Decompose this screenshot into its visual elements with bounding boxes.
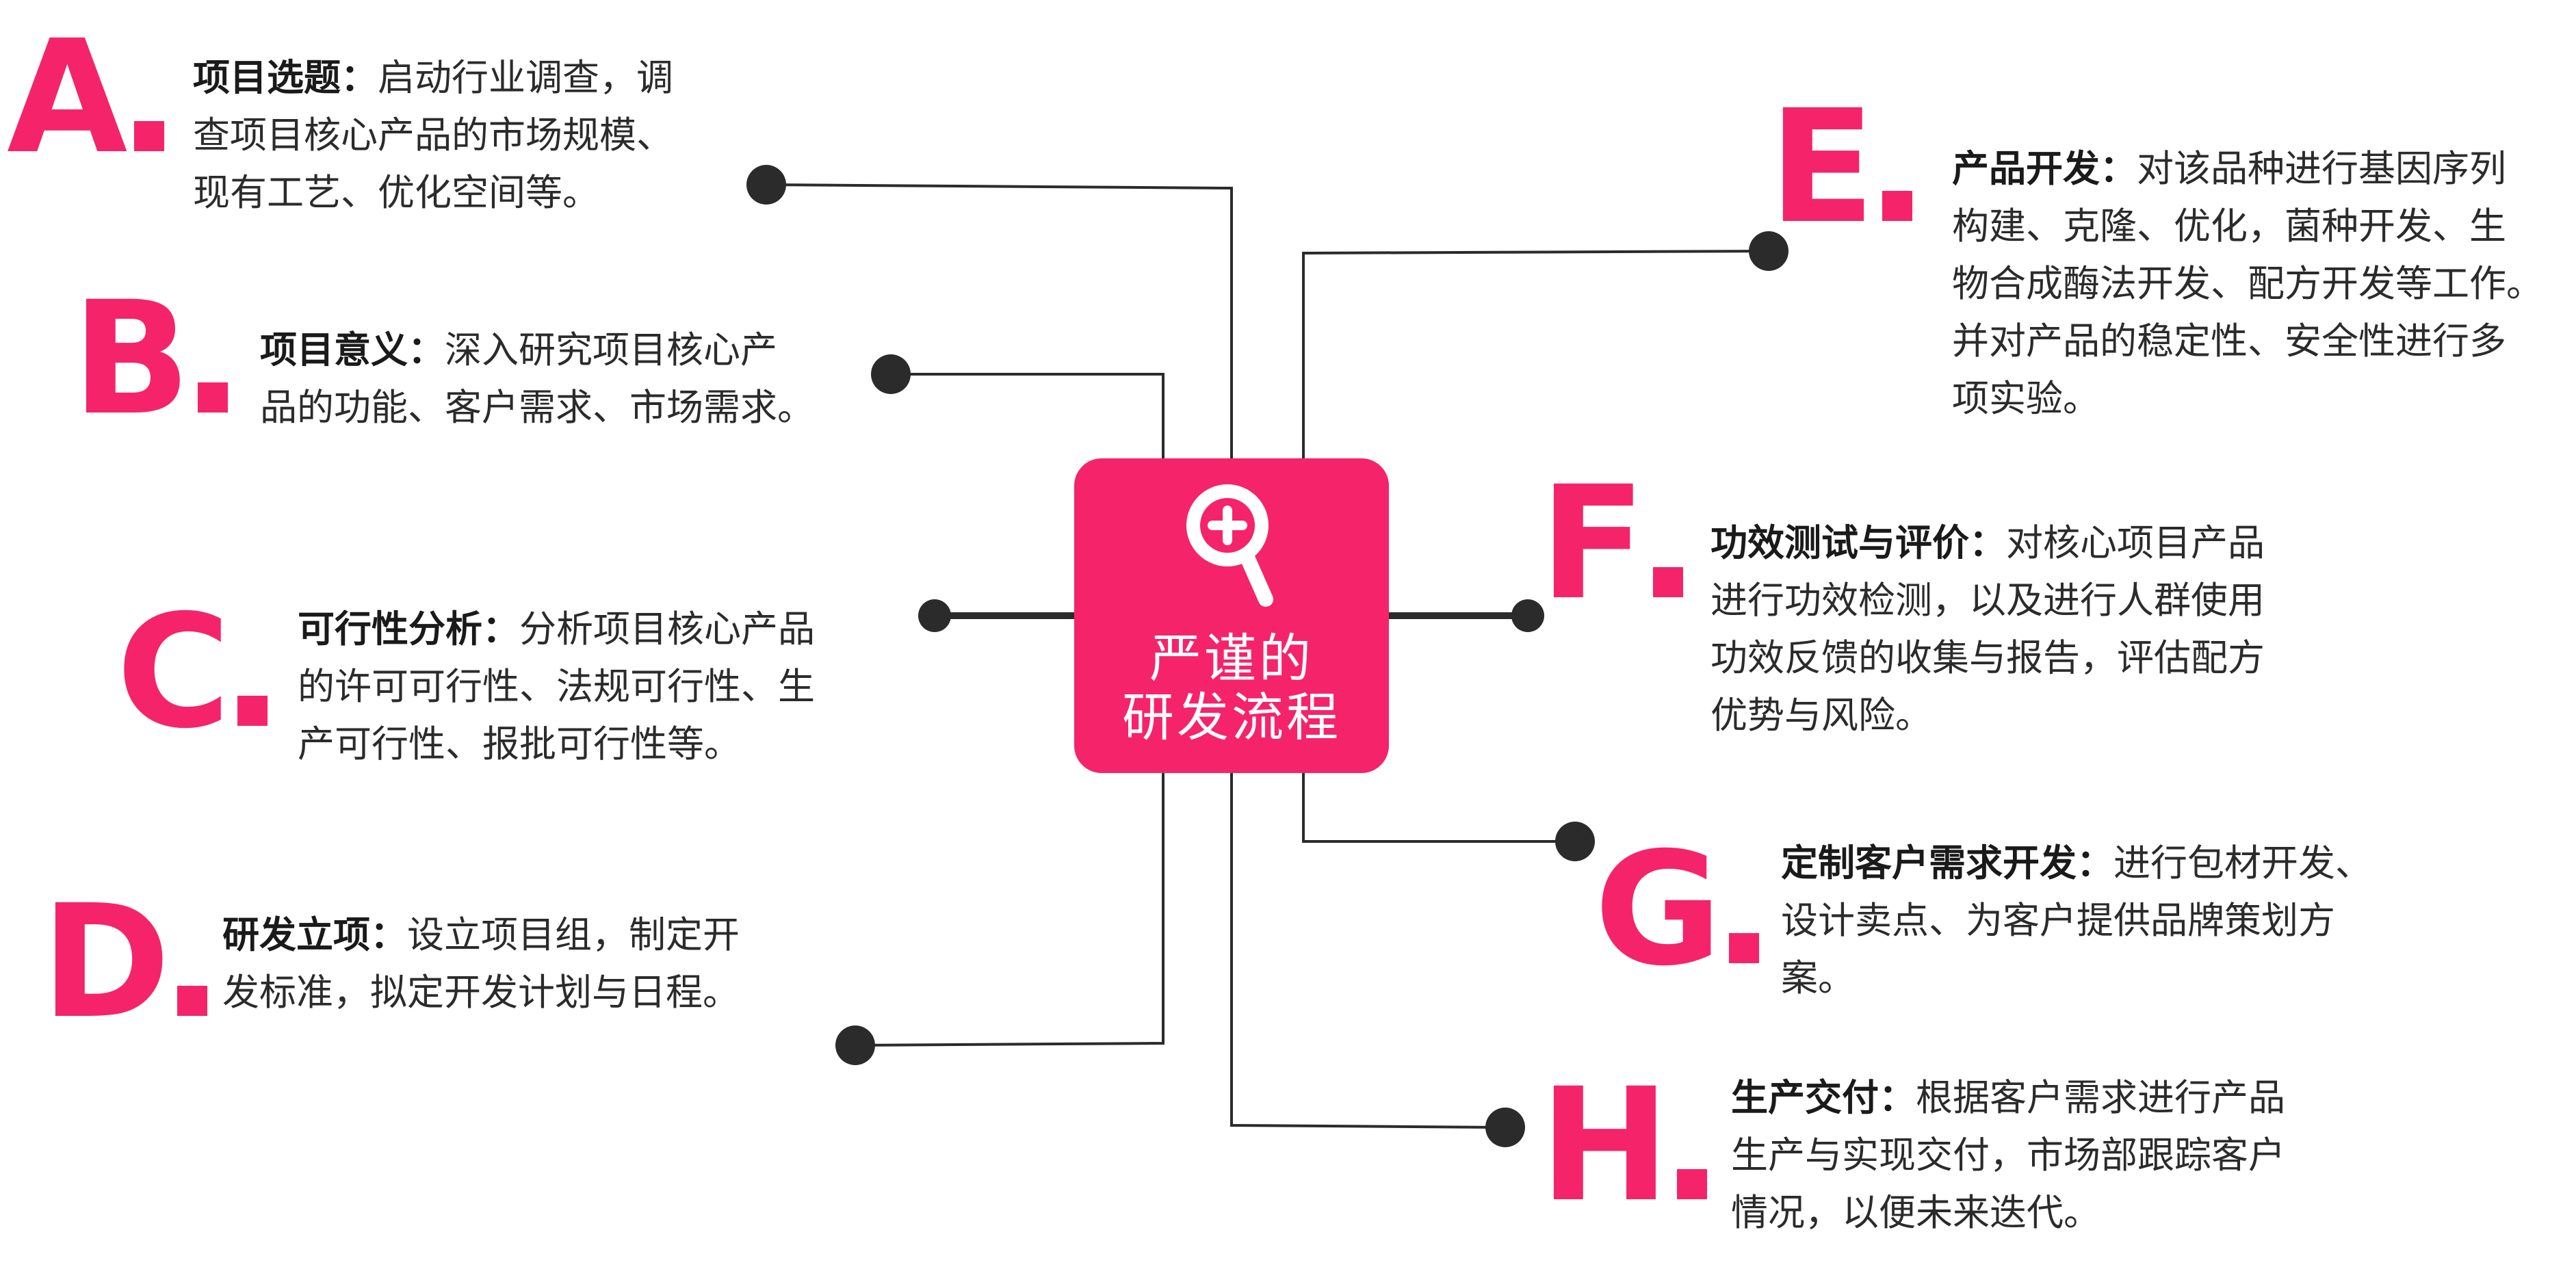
step-title: 功效测试与评价： — [1710, 521, 2006, 564]
letter-dot — [177, 986, 208, 1016]
step-desc-c: 可行性分析：分析项目核心产品 的许可可行性、法规可行性、生 产可行性、报批可行性… — [298, 601, 815, 773]
step-text: 发标准，拟定开发计划与日程。 — [222, 971, 740, 1014]
step-title: 可行性分析： — [298, 607, 519, 651]
step-text: 现有工艺、优化空间等。 — [193, 171, 599, 214]
step-text: 分析项目核心产品 — [519, 607, 815, 651]
connector-d — [855, 773, 1165, 1047]
step-text: 产可行性、报批可行性等。 — [298, 722, 741, 766]
step-title: 项目选题： — [193, 56, 378, 99]
node-dot-d — [835, 1025, 875, 1065]
connector-h — [1230, 773, 1506, 1129]
step-text: 进行功效检测，以及进行人群使用 — [1710, 579, 2265, 622]
step-letter-c: C — [116, 594, 268, 750]
step-letter-a: A — [7, 19, 165, 175]
step-desc-g: 定制客户需求开发：进行包材开发、 设计卖点、为客户提供品牌策划方 案。 — [1781, 835, 2372, 1007]
step-text: 构建、克隆、优化，菌种开发、生 — [1952, 205, 2506, 248]
node-dot-h — [1485, 1108, 1525, 1147]
step-letter-f: F — [1539, 465, 1683, 621]
step-text: 案。 — [1781, 956, 1855, 999]
step-letter-b: B — [72, 280, 228, 436]
step-text: 设计卖点、为客户提供品牌策划方 — [1781, 899, 2335, 942]
step-text: 品的功能、客户需求、市场需求。 — [260, 386, 814, 429]
step-text: 查项目核心产品的市场规模、 — [193, 114, 673, 157]
step-letter-e: E — [1769, 89, 1912, 245]
node-dot-c — [918, 599, 951, 632]
step-text: 启动行业调查，调 — [378, 56, 673, 99]
step-title: 生产交付： — [1731, 1076, 1916, 1119]
step-desc-a: 项目选题：启动行业调查，调 查项目核心产品的市场规模、 现有工艺、优化空间等。 — [193, 49, 673, 222]
step-text: 生产与实现交付，市场部跟踪客户 — [1731, 1134, 2285, 1177]
connector-b — [891, 373, 1165, 458]
step-desc-d: 研发立项：设立项目组，制定开 发标准，拟定开发计划与日程。 — [222, 906, 740, 1021]
step-text: 项实验。 — [1952, 377, 2100, 420]
step-text: 情况，以便未来迭代。 — [1731, 1191, 2100, 1234]
letter-dot — [1676, 1169, 1707, 1199]
step-text: 进行包材开发、 — [2113, 841, 2372, 885]
connector-a — [766, 183, 1233, 458]
step-desc-f: 功效测试与评价：对核心项目产品 进行功效检测，以及进行人群使用 功效反馈的收集与… — [1710, 514, 2265, 744]
step-text: 并对产品的稳定性、安全性进行多 — [1952, 319, 2506, 363]
step-desc-h: 生产交付：根据客户需求进行产品 生产与实现交付，市场部跟踪客户 情况，以便未来迭… — [1731, 1069, 2285, 1242]
center-box: 严谨的 研发流程 — [1074, 458, 1389, 773]
node-dot-b — [871, 354, 911, 394]
center-title-line1: 严谨的 — [1149, 628, 1314, 689]
step-text: 对该品种进行基因序列 — [2137, 147, 2506, 190]
step-title: 定制客户需求开发： — [1781, 841, 2113, 885]
step-text: 根据客户需求进行产品 — [1916, 1076, 2285, 1119]
step-letter-d: D — [41, 884, 208, 1040]
letter-dot — [1652, 567, 1683, 597]
step-letter-h: H — [1539, 1067, 1707, 1223]
node-dot-a — [746, 165, 786, 205]
step-text: 功效反馈的收集与报告，评估配方 — [1710, 636, 2265, 679]
letter-dot — [1882, 191, 1912, 221]
node-dot-g — [1555, 822, 1595, 861]
node-dot-f — [1511, 599, 1544, 632]
step-title: 产品开发： — [1952, 147, 2137, 190]
node-dot-e — [1749, 231, 1788, 271]
step-text: 深入研究项目核心产 — [445, 328, 777, 371]
letter-dot — [134, 121, 165, 151]
step-desc-e: 产品开发：对该品种进行基因序列 构建、克隆、优化，菌种开发、生 物合成酶法开发、… — [1952, 140, 2543, 428]
magnifier-plus-icon — [1186, 484, 1273, 607]
step-text: 设立项目组，制定开 — [407, 913, 740, 956]
letter-dot — [237, 696, 268, 726]
connector-e — [1302, 250, 1769, 458]
connector-g — [1302, 773, 1575, 843]
step-text: 优势与风险。 — [1710, 694, 1932, 737]
step-text: 对核心项目产品 — [2006, 521, 2265, 564]
step-text: 物合成酶法开发、配方开发等工作。 — [1952, 262, 2543, 305]
step-text: 的许可可行性、法规可行性、生 — [298, 665, 815, 708]
step-title: 研发立项： — [222, 913, 407, 956]
letter-dot — [1729, 933, 1760, 963]
center-title-line2: 研发流程 — [1122, 687, 1341, 748]
step-letter-g: G — [1594, 831, 1760, 987]
step-title: 项目意义： — [260, 328, 445, 371]
step-desc-b: 项目意义：深入研究项目核心产 品的功能、客户需求、市场需求。 — [260, 322, 814, 436]
letter-dot — [197, 382, 228, 413]
